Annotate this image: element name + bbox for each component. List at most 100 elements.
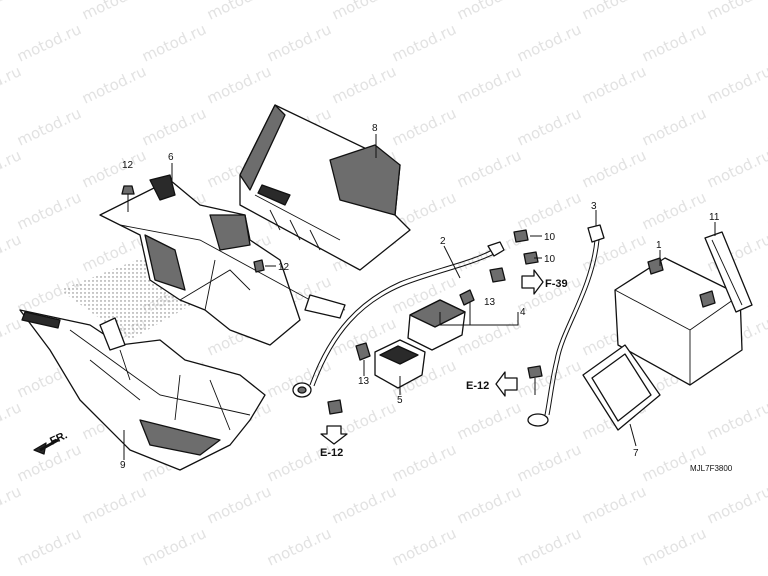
watermark-text: motod.ru [389, 20, 459, 65]
watermark-text: motod.ru [204, 62, 274, 107]
watermark-text: motod.ru [454, 482, 524, 527]
ref-f39: F-39 [545, 278, 568, 290]
watermark-text: motod.ru [79, 0, 149, 24]
watermark-text: motod.ru [639, 440, 709, 485]
ref-e12-left: E-12 [466, 380, 489, 392]
watermark-text: motod.ru [579, 0, 649, 24]
watermark-text: motod.ru [639, 524, 709, 569]
watermark-text: motod.ru [639, 188, 709, 233]
part-9-undertray [19, 309, 266, 471]
callout-labels: 8 6 12 12 2 10 10 3 1 11 13 4 13 5 9 7 [120, 123, 720, 471]
watermark-text: motod.ru [389, 440, 459, 485]
watermark-text: motod.ru [704, 482, 768, 527]
watermark-text: motod.ru [14, 188, 84, 233]
watermark-text: motod.ru [79, 482, 149, 527]
watermark-text: motod.ru [454, 314, 524, 359]
part-13-clip [355, 342, 371, 361]
watermark-text: motod.ru [764, 104, 768, 149]
watermark-text: motod.ru [329, 62, 399, 107]
watermark-text: motod.ru [389, 524, 459, 569]
watermark-text: motod.ru [579, 146, 649, 191]
watermark-text: motod.ru [204, 482, 274, 527]
callout-9: 9 [120, 460, 126, 471]
watermark-text: motod.ru [704, 398, 768, 443]
watermark-text: motod.ru [764, 20, 768, 65]
watermark-text: motod.ru [264, 524, 334, 569]
watermark-text: motod.ru [0, 146, 24, 191]
watermark-text: motod.ru [0, 0, 24, 24]
bolt-lower [327, 399, 343, 415]
watermark-text: motod.ru [764, 440, 768, 485]
watermark-text: motod.ru [454, 230, 524, 275]
watermark-text: motod.ru [204, 0, 274, 24]
callout-6: 6 [168, 152, 174, 163]
arrow-e12-left [495, 371, 518, 397]
ref-e12-bottom: E-12 [320, 447, 343, 459]
part-8-battery-tray [239, 104, 411, 271]
watermark-text: motod.ru [579, 62, 649, 107]
watermark-text: motod.ru [14, 440, 84, 485]
watermark-text: motod.ru [764, 524, 768, 569]
arrow-front [33, 438, 59, 455]
watermark-text: motod.ru [454, 0, 524, 24]
watermark-text: motod.ru [14, 104, 84, 149]
callout-3: 3 [591, 201, 597, 212]
watermark-text: motod.ru [0, 62, 24, 107]
watermark-text: motod.ru [139, 524, 209, 569]
watermark-text: motod.ru [389, 104, 459, 149]
watermark-text: motod.ru [329, 0, 399, 24]
callout-12-right: 12 [278, 262, 290, 273]
callout-1: 1 [656, 240, 662, 251]
callout-10-b: 10 [544, 254, 556, 265]
watermark-text: motod.ru [0, 398, 24, 443]
part-3-ground-cable [527, 224, 605, 427]
part-10-bolt-b [523, 251, 539, 265]
part-6-bracket [99, 174, 346, 346]
watermark-text: motod.ru [514, 356, 584, 401]
part-2-cable [292, 241, 505, 398]
watermark-text: motod.ru [639, 104, 709, 149]
watermark-text: motod.ru [79, 146, 149, 191]
watermark-text: motod.ru [514, 104, 584, 149]
watermark-text: motod.ru [264, 20, 334, 65]
watermark-text: motod.ru [514, 188, 584, 233]
leader-lines [123, 134, 716, 460]
watermark-text: motod.ru [14, 20, 84, 65]
part-12-bolt-upper [121, 185, 135, 212]
watermark-text: motod.ru [704, 0, 768, 24]
watermark-text: motod.ru [514, 20, 584, 65]
watermark-text: motod.ru [579, 482, 649, 527]
watermark-text: motod.ru [514, 440, 584, 485]
callout-2: 2 [440, 236, 446, 247]
watermark-text: motod.ru [764, 272, 768, 317]
part-5-fuse-box [374, 339, 426, 389]
part-4-relay [407, 267, 506, 351]
watermark-text: motod.ru [639, 20, 709, 65]
watermark-text: motod.ru [704, 62, 768, 107]
callout-13-lower: 13 [358, 376, 370, 387]
arrow-f39 [521, 269, 544, 295]
callout-7: 7 [633, 448, 639, 459]
watermark-text: motod.ru [764, 188, 768, 233]
watermark-text: motod.ru [329, 482, 399, 527]
watermark-text: motod.ru [0, 482, 24, 527]
callout-4: 4 [520, 307, 526, 318]
callout-11: 11 [709, 212, 720, 223]
watermark-text: motod.ru [14, 524, 84, 569]
watermark-text: motod.ru [454, 62, 524, 107]
arrow-e12-down [320, 425, 348, 445]
callout-13-upper: 13 [484, 297, 496, 308]
part-7-pad [582, 344, 661, 431]
watermark-text: motod.ru [704, 146, 768, 191]
part-12-bolt-right [253, 259, 265, 273]
bolt-ref-e12 [527, 365, 543, 395]
drawing-code: MJL7F3800 [690, 464, 733, 473]
callout-5: 5 [397, 395, 403, 406]
callout-8: 8 [372, 123, 378, 134]
callout-10-a: 10 [544, 232, 556, 243]
watermark-text: motod.ru [0, 314, 24, 359]
part-10-bolt-a [513, 229, 529, 243]
watermark-text: motod.ru [139, 20, 209, 65]
watermark-text: motod.ru [764, 356, 768, 401]
